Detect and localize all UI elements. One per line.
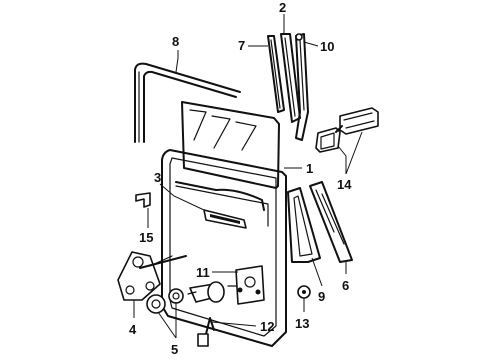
callout-11: 11 (196, 265, 210, 280)
callout-12: 12 (260, 319, 274, 334)
callout-4: 4 (129, 322, 137, 337)
part-10-weatherstrip (295, 33, 309, 141)
callout-2: 2 (279, 0, 286, 15)
callout-14: 14 (337, 177, 352, 192)
callout-7: 7 (238, 38, 245, 53)
callout-9: 9 (318, 289, 325, 304)
part-13-grommet (297, 285, 311, 299)
callout-10: 10 (320, 39, 334, 54)
part-1-door-glass (181, 101, 280, 189)
part-12-latch-rod (197, 317, 215, 347)
callout-15: 15 (139, 230, 153, 245)
part-8-run-channel (134, 62, 241, 143)
callout-1: 1 (306, 161, 313, 176)
part-4-regulator (117, 251, 187, 301)
part-11-regulator-plate (227, 265, 265, 305)
callout-6: 6 (342, 278, 349, 293)
part-7-weatherstrip (267, 35, 285, 113)
part-14-outside-mirror (315, 107, 379, 153)
part-3-handle (203, 209, 247, 229)
callout-3: 3 (154, 170, 161, 185)
part-15-bracket (135, 192, 151, 208)
callout-labels: 8 2 7 10 1 3 14 15 11 9 6 4 5 12 13 (129, 0, 352, 357)
callout-5: 5 (171, 342, 178, 357)
part-6-vent-glass (309, 181, 353, 263)
part-5-motor-assembly (146, 281, 225, 314)
door-frame (161, 149, 287, 347)
callout-13: 13 (295, 316, 309, 331)
leader-lines (133, 14, 363, 339)
part-9-vent-frame (287, 187, 321, 263)
callout-8: 8 (172, 34, 179, 49)
